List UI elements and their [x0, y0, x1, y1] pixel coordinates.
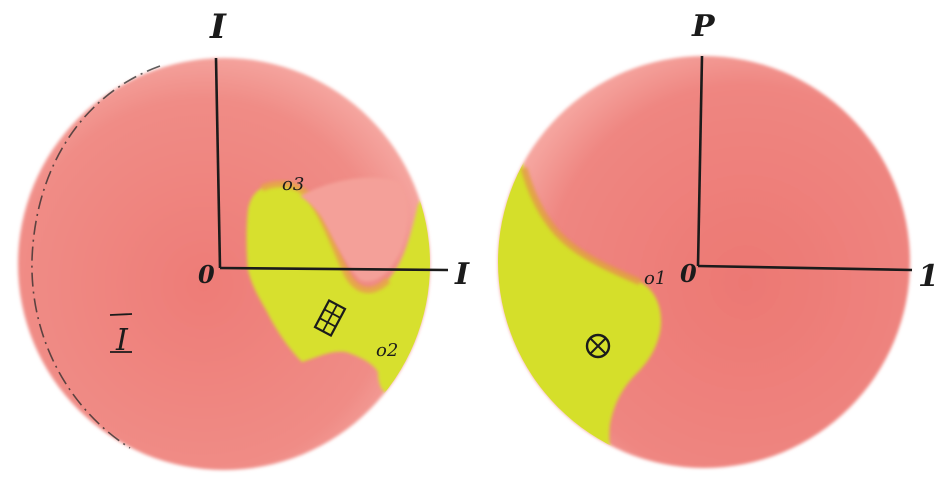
right-vertical-axis-label: P [691, 9, 716, 44]
left-horizontal-axis-label: I [454, 257, 470, 292]
right-horizontal-axis-label: 1 [918, 259, 939, 294]
right-origin-label: 0 [680, 259, 697, 288]
left-projection: I I 0 o3 o2 I [18, 7, 470, 470]
left-region-label-top-bar [110, 314, 132, 315]
right-point-label-1: o1 [644, 268, 666, 289]
left-origin-label: 0 [198, 260, 215, 289]
right-projection: P 1 0 o1 [490, 9, 939, 470]
left-point-label-3: o3 [282, 174, 304, 195]
left-point-label-2: o2 [376, 340, 398, 361]
left-vertical-axis-label: I [209, 7, 227, 47]
